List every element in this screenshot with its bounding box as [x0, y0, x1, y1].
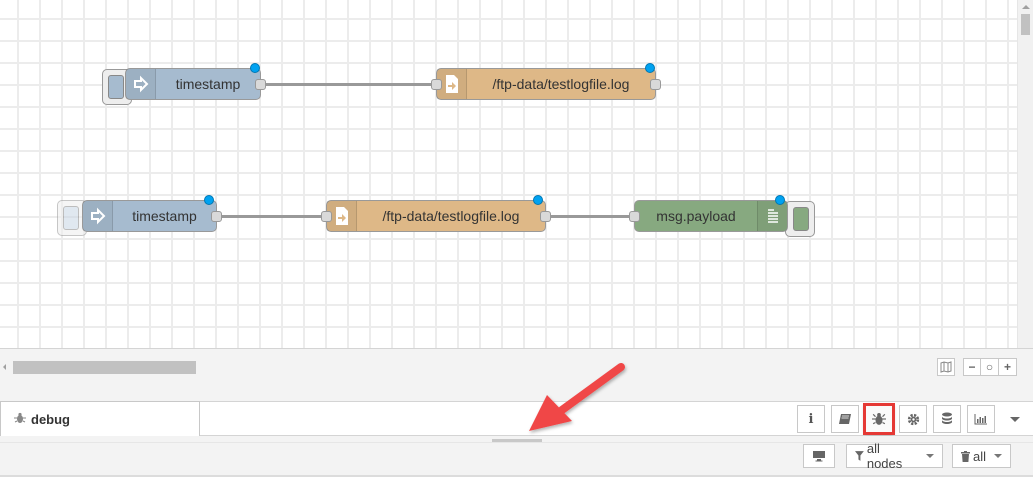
sidebar-splitter[interactable] [0, 436, 1033, 443]
node-label: timestamp [132, 208, 197, 224]
output-port[interactable] [540, 211, 551, 222]
zoom-in-button[interactable]: + [999, 358, 1017, 376]
scroll-thumb[interactable] [1021, 14, 1030, 35]
bug-icon [872, 413, 886, 425]
vertical-scrollbar[interactable] [1017, 0, 1033, 348]
splitter-grip[interactable] [492, 439, 542, 442]
inject-trigger-inner [108, 75, 124, 99]
changed-indicator [645, 63, 655, 73]
changed-indicator [775, 195, 785, 205]
bug-icon [14, 412, 26, 427]
inject-node[interactable]: timestamp [82, 195, 222, 232]
node-label: msg.payload [656, 208, 736, 224]
context-tab-button[interactable] [933, 405, 961, 433]
wire[interactable] [551, 215, 631, 218]
navigator-button[interactable] [937, 358, 955, 376]
inject-trigger-inner [63, 206, 79, 230]
trash-icon [961, 450, 970, 462]
clear-messages-button[interactable]: all [952, 444, 1011, 468]
database-icon [942, 412, 952, 424]
node-label: timestamp [175, 76, 241, 92]
debug-tab-button[interactable] [863, 403, 895, 435]
zoom-reset-button[interactable]: ○ [981, 358, 999, 376]
node-label: /ftp-data/testlogfile.log [492, 76, 630, 92]
scroll-up-icon[interactable] [1022, 5, 1030, 9]
changed-indicator [204, 195, 214, 205]
node-label: /ftp-data/testlogfile.log [382, 208, 520, 224]
workspace-canvas[interactable]: timestamp /ftp-data/testlogfile.log time… [0, 0, 1017, 348]
chevron-down-icon [994, 454, 1002, 458]
chevron-down-icon [926, 454, 934, 458]
arrow-in-icon [83, 201, 113, 231]
sidebar-gap [0, 385, 1033, 401]
dashboard-tab-button[interactable] [967, 405, 995, 433]
filter-nodes-button[interactable]: all nodes [846, 441, 943, 471]
tab-debug[interactable]: debug [0, 401, 200, 437]
input-port[interactable] [629, 211, 640, 222]
zoom-controls: − ○ + [937, 358, 1017, 376]
wire[interactable] [266, 83, 432, 86]
filter-label: all nodes [866, 441, 903, 471]
arrow-in-icon [126, 69, 156, 99]
debug-messages-area [0, 477, 1033, 492]
filter-icon [855, 451, 864, 461]
horizontal-scroll-thumb[interactable] [13, 361, 196, 374]
file-in-icon [437, 69, 467, 99]
output-port[interactable] [211, 211, 222, 222]
book-icon [839, 414, 851, 424]
debug-toolbar: all nodes all [0, 441, 1033, 477]
clear-label: all [972, 448, 986, 464]
gear-icon [907, 413, 919, 425]
help-tab-button[interactable] [831, 405, 859, 433]
open-debug-window-button[interactable] [803, 444, 835, 468]
scroll-left-icon[interactable] [3, 364, 6, 370]
list-icon [757, 201, 787, 231]
desktop-icon [813, 451, 825, 462]
zoom-out-button[interactable]: − [963, 358, 981, 376]
tab-label: debug [31, 412, 70, 427]
input-port[interactable] [321, 211, 332, 222]
wire[interactable] [222, 215, 322, 218]
debug-toggle-inner [793, 207, 809, 231]
output-port[interactable] [650, 79, 661, 90]
config-tab-button[interactable] [899, 405, 927, 433]
changed-indicator [533, 195, 543, 205]
sidebar-tab-bar: debug i [0, 401, 1033, 437]
file-in-node[interactable]: /ftp-data/testlogfile.log [431, 63, 661, 100]
bar-chart-icon [974, 414, 987, 425]
chevron-down-icon [1010, 416, 1020, 422]
workspace-footer: − ○ + [0, 348, 1033, 385]
map-icon [940, 361, 952, 373]
output-port[interactable] [255, 79, 266, 90]
debug-toggle-button[interactable] [785, 201, 815, 237]
zoom-group: − ○ + [963, 358, 1017, 376]
info-tab-button[interactable]: i [797, 405, 825, 433]
input-port[interactable] [431, 79, 442, 90]
inject-node[interactable]: timestamp [125, 63, 266, 100]
file-in-icon [327, 201, 357, 231]
debug-node[interactable]: msg.payload [629, 195, 788, 232]
changed-indicator [250, 63, 260, 73]
sidebar-menu-button[interactable] [1001, 405, 1029, 433]
sidebar-tab-buttons: i [797, 403, 1029, 435]
info-icon: i [808, 411, 814, 427]
file-in-node[interactable]: /ftp-data/testlogfile.log [321, 195, 551, 232]
